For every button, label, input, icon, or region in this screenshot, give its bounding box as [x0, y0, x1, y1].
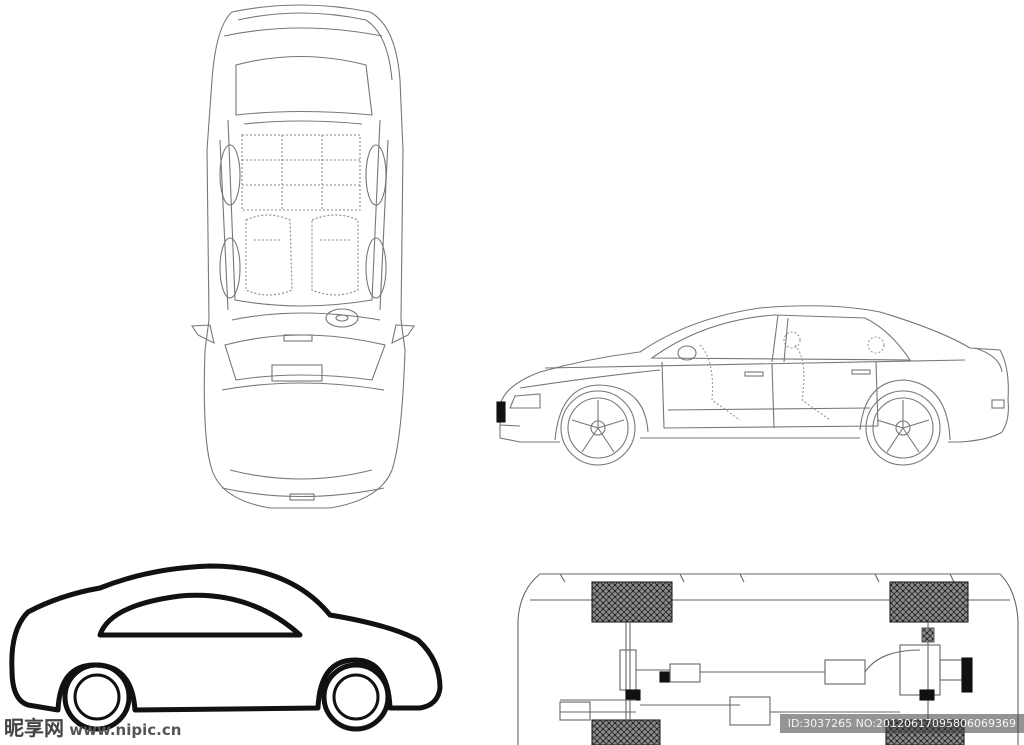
watermark-brand-name: 昵享网 [4, 716, 64, 740]
car-silhouette-icon [9, 563, 443, 732]
watermark-brand: 昵享网 www.nipic.cn [4, 712, 181, 741]
car-top-view-icon [191, 4, 415, 509]
watermark-id: ID:3037265 NO:20120617095806069369 [779, 714, 1024, 733]
watermark-url: www.nipic.cn [69, 721, 182, 739]
car-side-view-icon [496, 305, 1009, 466]
